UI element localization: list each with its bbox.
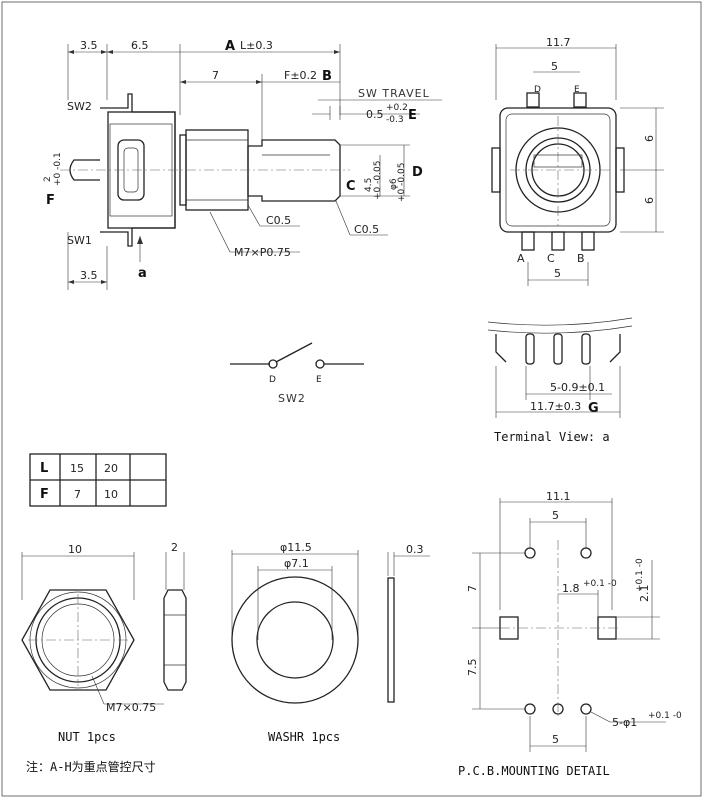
- front-dim-5-top: 5: [551, 60, 558, 73]
- dimension-table: L 15 20 F 7 10: [29, 453, 167, 507]
- dim-7: 7: [212, 69, 219, 82]
- label-SW2: SW2: [67, 100, 92, 113]
- terminal-dim-pins: 5-0.9±0.1: [550, 381, 605, 394]
- pcb-hole-E: [580, 547, 592, 559]
- terminal-dim-width: 11.7±0.3: [530, 400, 581, 413]
- washer-drawing: φ11.5 φ7.1 WASHR 1pcs 0.3: [231, 541, 430, 744]
- nut-dim-thickness: 2: [171, 541, 178, 554]
- chamfer-2: C0.5: [354, 223, 379, 236]
- label-D-side: D: [412, 165, 423, 180]
- front-pin-A: A: [517, 252, 525, 265]
- terminal-label-G: G: [588, 401, 599, 416]
- shaft: [247, 139, 341, 202]
- nut-dim-width: 10: [68, 543, 82, 556]
- pcb-dim-5-top: 5: [552, 509, 559, 522]
- pcb-dim-7-5: 7.5: [466, 659, 479, 677]
- table-row-1-v1: 15: [70, 462, 84, 475]
- front-pin-B: B: [577, 252, 585, 265]
- dim-3-5-top: 3.5: [80, 39, 98, 52]
- dim-6-tol: +0 -0.05: [397, 163, 407, 202]
- terminal-view: 5-0.9±0.1 11.7±0.3 G Terminal View: a: [487, 317, 633, 444]
- front-dim-6-upper: 6: [643, 135, 656, 142]
- table-row-1-key: L: [40, 461, 48, 476]
- label-E: E: [408, 108, 417, 123]
- dim-6-5: 6.5: [131, 39, 149, 52]
- chamfer-1: C0.5: [266, 214, 291, 227]
- front-pin-E: E: [574, 85, 580, 95]
- thread-spec: M7×P0.75: [234, 246, 291, 259]
- pcb-dim-7: 7: [466, 585, 479, 592]
- label-SW1: SW1: [67, 234, 92, 247]
- pcb-hole-D: [524, 547, 536, 559]
- washer-inner: [256, 601, 334, 679]
- nut-drawing: 10 M7×0.75 NUT 1pcs 2: [21, 541, 187, 744]
- nut-side: [163, 589, 187, 691]
- washer-dim-outer: φ11.5: [280, 541, 312, 554]
- pcb-dim-holes-tol: +0.1 -0: [648, 711, 682, 721]
- dim-L: L±0.3: [240, 39, 273, 52]
- pcb-dim-1-8-tol: +0.1 -0: [583, 579, 617, 589]
- washer-dim-thickness: 0.3: [406, 543, 424, 556]
- pcb-dim-2-1: 2.1: [638, 585, 651, 603]
- nut-thread: M7×0.75: [106, 701, 156, 714]
- pcb-dim-holes: 5-φ1: [612, 716, 637, 729]
- dim-3-5-bottom: 3.5: [80, 269, 98, 282]
- sw-travel-tol-upper: +0.2: [386, 103, 408, 113]
- sw-travel-tol-lower: -0.3: [386, 115, 404, 125]
- front-pin-D: D: [534, 85, 541, 95]
- label-a: a: [138, 266, 147, 281]
- sw-travel-value: 0.5: [366, 108, 384, 121]
- washer-side: [387, 577, 395, 703]
- terminal-view-caption: Terminal View: a: [494, 430, 610, 444]
- label-C-side: C: [346, 179, 356, 194]
- dim-4-5-tol: +0 -0.05: [373, 161, 383, 200]
- control-note: 注：A-H为重点管控尺寸: [26, 759, 156, 774]
- table-row-2-v1: 7: [74, 488, 81, 501]
- switch-pin-D: D: [269, 375, 276, 385]
- label-A: A: [225, 39, 235, 54]
- switch-label: SW2: [278, 392, 306, 405]
- front-pin-C: C: [547, 252, 555, 265]
- nut-hex: [21, 589, 135, 691]
- table-row-1-v2: 20: [104, 462, 118, 475]
- front-view: 11.7 5 D E 6 6 A C B 5: [491, 36, 664, 286]
- dim-4-5: 4.5: [364, 178, 374, 192]
- nut-caption: NUT 1pcs: [58, 730, 116, 744]
- label-F-side: F: [46, 193, 55, 208]
- front-dim-5-bottom: 5: [554, 267, 561, 280]
- front-dim-6-lower: 6: [643, 197, 656, 204]
- switch-pin-E: E: [316, 375, 322, 385]
- pcb-dim-1-8: 1.8: [562, 582, 580, 595]
- table-row-2-key: F: [40, 487, 49, 502]
- dim-2: 2: [43, 176, 53, 182]
- dim-2-tol: +0 -0.1: [53, 152, 63, 186]
- side-view: 3.5 6.5 A L±0.3 7 F±0.2 B SW TRAVEL 0.5 …: [43, 39, 442, 290]
- pcb-dim-2-1-tol: +0.1 -0: [635, 558, 645, 592]
- pcb-dim-5-bottom: 5: [552, 733, 559, 746]
- table-row-2-v2: 10: [104, 488, 118, 501]
- dim-F: F±0.2: [284, 69, 317, 82]
- label-B: B: [322, 69, 332, 84]
- sw-travel-label: SW TRAVEL: [358, 87, 430, 100]
- pcb-hole-B: [580, 703, 592, 715]
- pcb-caption: P.C.B.MOUNTING DETAIL: [458, 764, 610, 778]
- pcb-hole-A: [524, 703, 536, 715]
- pcb-dim-11-1: 11.1: [546, 490, 571, 503]
- washer-outer: [231, 576, 359, 704]
- front-dim-11-7: 11.7: [546, 36, 571, 49]
- washer-caption: WASHR 1pcs: [268, 730, 340, 744]
- washer-dim-inner: φ7.1: [284, 557, 309, 570]
- switch-symbol: D E SW2: [230, 342, 364, 405]
- dim-6: φ6: [389, 178, 399, 190]
- pcb-mounting-detail: 11.1 5 7 7.5 1.8 +0.1 -0 2.1 +0.1 -0 5-φ…: [458, 490, 682, 778]
